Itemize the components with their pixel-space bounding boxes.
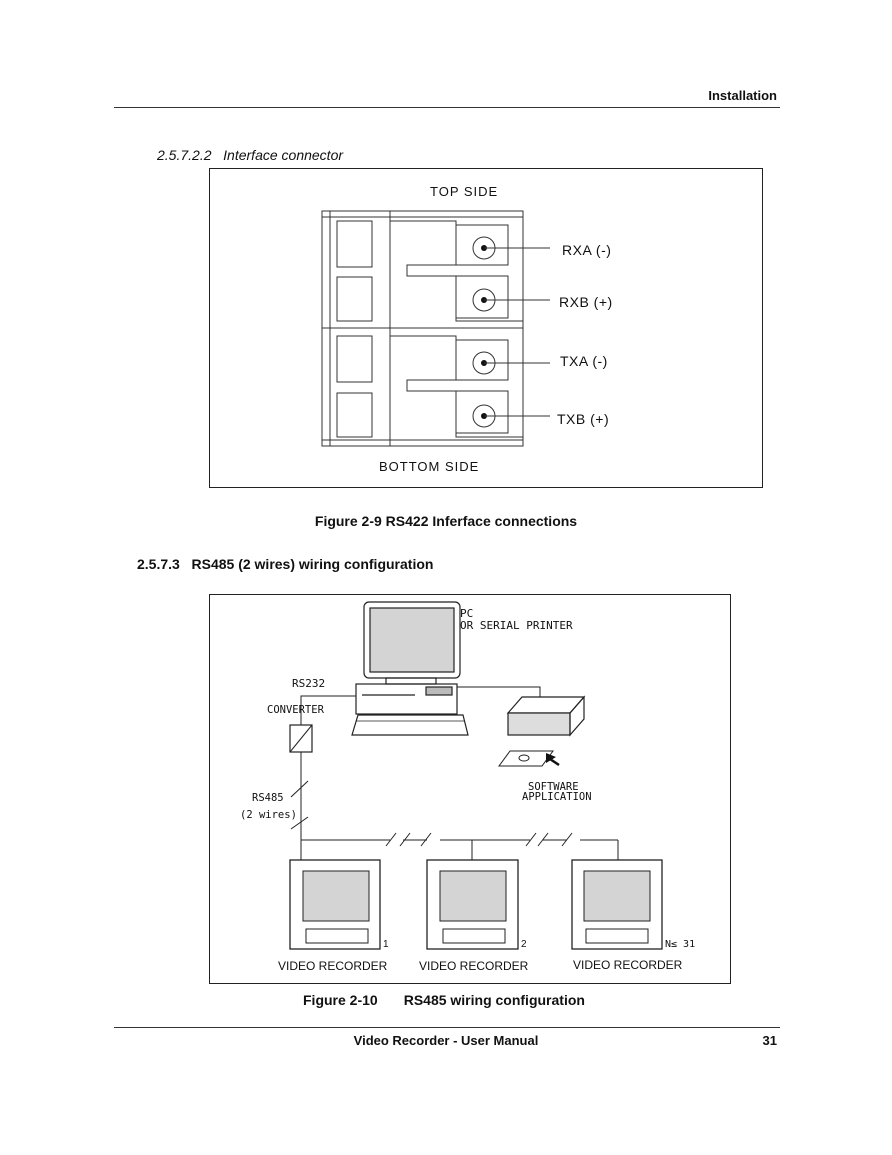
recorder-n-number: N≤ 31 [665, 939, 695, 950]
pc-monitor [363, 601, 461, 685]
pc-base [355, 683, 458, 715]
section-heading: 2.5.7.3 RS485 (2 wires) wiring configura… [137, 556, 433, 572]
keyboard [351, 714, 469, 736]
converter-label: CONVERTER [267, 704, 325, 716]
wiring-diagram: PC OR SERIAL PRINTER SOFTWARE APPLICATIO… [240, 601, 695, 973]
rs485-bus [300, 832, 619, 860]
section-title: RS485 (2 wires) wiring configuration [191, 556, 434, 572]
footer-rule [114, 1027, 780, 1028]
top-side-label: TOP SIDE [430, 184, 498, 199]
figure-10-caption: Figure 2-10 RS485 wiring configuration [303, 992, 585, 1008]
software-label-line1: SOFTWARE [528, 781, 579, 793]
pc-label-line1: PC [460, 607, 473, 620]
recorder-2-number: 2 [521, 939, 527, 950]
recorder-1-label: VIDEO RECORDER [278, 959, 388, 973]
video-recorder-n: N≤ 31 VIDEO RECORDER [571, 859, 695, 972]
section-number: 2.5.7.3 [137, 556, 180, 572]
pin-rxa: RXA (-) [472, 236, 611, 260]
recorder-n-label: VIDEO RECORDER [573, 958, 683, 972]
pin-txa: TXA (-) [472, 351, 608, 375]
terminal-block [321, 210, 524, 447]
pin-label-txb: TXB (+) [557, 411, 609, 427]
running-header: Installation [708, 88, 777, 103]
arrow-icon [546, 753, 556, 763]
subsection-heading: 2.5.7.2.2 Interface connector [157, 147, 343, 163]
bottom-side-label: BOTTOM SIDE [379, 459, 479, 474]
recorder-2-label: VIDEO RECORDER [419, 959, 529, 973]
figure-9-caption: Figure 2-9 RS422 Inferface connections [314, 513, 578, 529]
printer [506, 695, 586, 737]
rs232-label: RS232 [292, 677, 325, 690]
recorder-1-number: 1 [383, 939, 389, 950]
pin-rxb: RXB (+) [472, 288, 613, 312]
page-number: 31 [762, 1033, 777, 1048]
figure-10-title: RS485 wiring configuration [403, 992, 585, 1008]
pin-label-txa: TXA (-) [560, 353, 608, 369]
subsection-number: 2.5.7.2.2 [157, 147, 212, 163]
rs485-label: RS485 [252, 792, 284, 804]
pin-txb: TXB (+) [472, 404, 609, 428]
figure-rs485-wiring: PC OR SERIAL PRINTER SOFTWARE APPLICATIO… [209, 594, 731, 984]
video-recorder-1: 1 VIDEO RECORDER [278, 859, 389, 973]
connector-diagram: TOP SIDE BOTTOM SIDE [321, 184, 613, 474]
pin-label-rxb: RXB (+) [559, 294, 613, 310]
footer-title: Video Recorder - User Manual [353, 1033, 539, 1048]
wires-label: (2 wires) [240, 809, 297, 821]
software-disk [498, 750, 554, 767]
pin-label-rxa: RXA (-) [562, 242, 611, 258]
figure-rs422-connector: TOP SIDE BOTTOM SIDE [209, 168, 763, 488]
software-label-line2: APPLICATION [522, 791, 592, 803]
subsection-title: Interface connector [223, 147, 344, 163]
figure-10-number: Figure 2-10 [303, 992, 378, 1008]
video-recorder-2: 2 VIDEO RECORDER [419, 859, 529, 973]
header-rule [114, 107, 780, 108]
pc-label-line2: OR SERIAL PRINTER [460, 619, 573, 632]
